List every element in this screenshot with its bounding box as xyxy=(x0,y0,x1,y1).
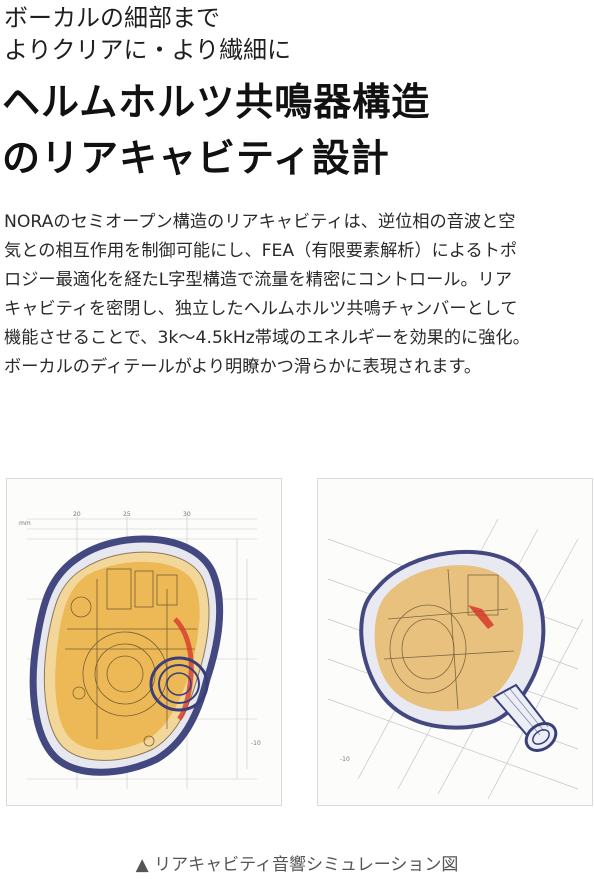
3d-view-illustration: -10 xyxy=(327,518,584,800)
figure-caption: ▲ リアキャビティ音響シミュレーション図 xyxy=(0,852,594,878)
triangle-up-icon: ▲ xyxy=(135,855,149,875)
description-line: NORAのセミオープン構造のリアキャビティは、逆位相の音波と空 xyxy=(4,212,516,232)
scale-label: 30 xyxy=(183,511,191,518)
scale-label: 25 xyxy=(123,511,131,518)
subtitle: ボーカルの細部まで よりクリアに・より繊細に xyxy=(4,2,291,66)
axis-label: -10 xyxy=(340,756,350,763)
axis-label: -10 xyxy=(251,740,261,747)
description-line: 機能させることで、3k〜4.5kHz帯域のエネルギーを効果的に強化。 xyxy=(4,328,530,348)
simulation-figure-3d: -10 xyxy=(317,478,593,806)
subtitle-line-1: ボーカルの細部まで xyxy=(4,4,220,32)
description-line: ロジー最適化を経たL字型構造で流量を精密にコントロール。リア xyxy=(4,270,513,290)
title-line-1: ヘルムホルツ共鳴器構造 xyxy=(2,80,431,124)
subtitle-line-2: よりクリアに・より繊細に xyxy=(4,36,292,64)
scale-label: 20 xyxy=(73,511,81,518)
unit-label: mm xyxy=(19,520,31,527)
simulation-figure-front: 20 25 30 mm -10 xyxy=(6,478,282,806)
description-paragraph: NORAのセミオープン構造のリアキャビティは、逆位相の音波と空 気との相互作用を… xyxy=(4,208,592,382)
front-view-illustration: 20 25 30 mm -10 xyxy=(19,511,261,789)
page-title: ヘルムホルツ共鳴器構造 のリアキャビティ設計 xyxy=(2,74,430,186)
description-line: 気との相互作用を制御可能にし、FEA（有限要素解析）によるトポ xyxy=(4,241,518,261)
description-line: キャビティを密閉し、独立したヘルムホルツ共鳴チャンバーとして xyxy=(4,299,518,319)
description-line: ボーカルのディテールがより明瞭かつ滑らかに表現されます。 xyxy=(4,357,482,377)
caption-text: リアキャビティ音響シミュレーション図 xyxy=(154,855,459,875)
title-line-2: のリアキャビティ設計 xyxy=(2,136,390,180)
